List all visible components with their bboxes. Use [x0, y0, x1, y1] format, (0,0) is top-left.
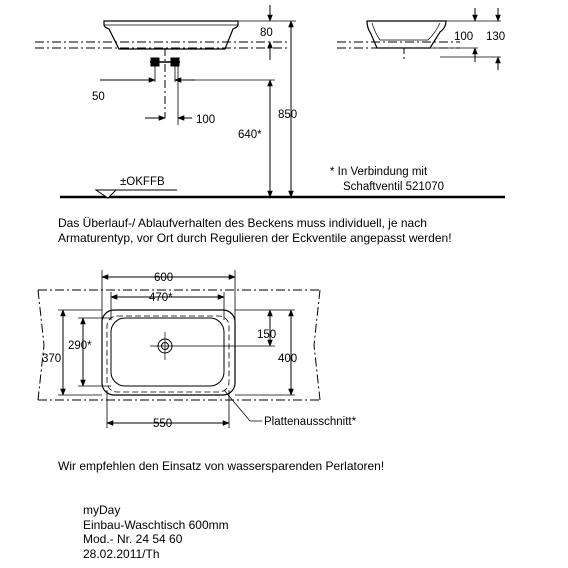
warning-line-2: Armaturentyp, vor Ort durch Regulieren d…	[58, 231, 452, 245]
product-description: Einbau-Waschtisch 600mm	[83, 517, 229, 532]
plan-counter-left-break	[37, 289, 45, 401]
basin-bowl	[110, 317, 225, 387]
dim-150-label: 150	[257, 329, 276, 341]
recommendation-note: Wir empfehlen den Einsatz von wasserspar…	[58, 459, 385, 473]
dim-850-label: 850	[278, 109, 297, 121]
dim-100-label: 100	[196, 114, 215, 126]
front-elevation-view	[35, 5, 505, 199]
basin-front-outline	[103, 20, 239, 50]
product-name: myDay	[83, 503, 121, 517]
dim-400-label: 400	[278, 353, 297, 365]
drawing-date: 28.02.2011/Th	[83, 546, 160, 561]
product-model-number: Mod.- Nr. 24 54 60	[83, 532, 183, 546]
product-info-block: myDay Einbau-Waschtisch 600mm Mod.- Nr. …	[83, 503, 229, 561]
dim-80-label: 80	[260, 27, 273, 39]
countertop-cutout	[106, 315, 230, 393]
dim-550-label: 550	[153, 418, 172, 430]
floor-level-symbol	[94, 189, 118, 199]
side-dim-130-label: 130	[486, 31, 505, 43]
warning-line-1: Das Überlauf-/ Ablaufverhalten des Becke…	[58, 216, 427, 230]
side-elevation-view	[337, 8, 501, 70]
cutout-label: Plattenausschnitt*	[264, 416, 357, 428]
basin-side-inner	[371, 22, 441, 41]
dim-370-label: 370	[42, 353, 61, 365]
okffb-label: ±OKFFB	[120, 176, 165, 188]
dim-50-label: 50	[92, 91, 105, 103]
dim-290-label: 290*	[68, 340, 92, 352]
footnote-line-1: * In Verbindung mit	[330, 166, 428, 178]
basin-side-outline	[366, 20, 447, 49]
footnote-line-2: Schaftventil 521070	[343, 181, 444, 193]
side-dim-100-label: 100	[454, 31, 473, 43]
plan-counter-right-break	[313, 289, 321, 401]
warning-note: Das Überlauf-/ Ablaufverhalten des Becke…	[58, 216, 452, 246]
dim-470-label: 470*	[149, 292, 173, 304]
dim-640-label: 640*	[238, 129, 262, 141]
cutout-leader	[223, 389, 262, 422]
dim-600-label: 600	[154, 272, 173, 284]
plan-view	[37, 270, 321, 428]
